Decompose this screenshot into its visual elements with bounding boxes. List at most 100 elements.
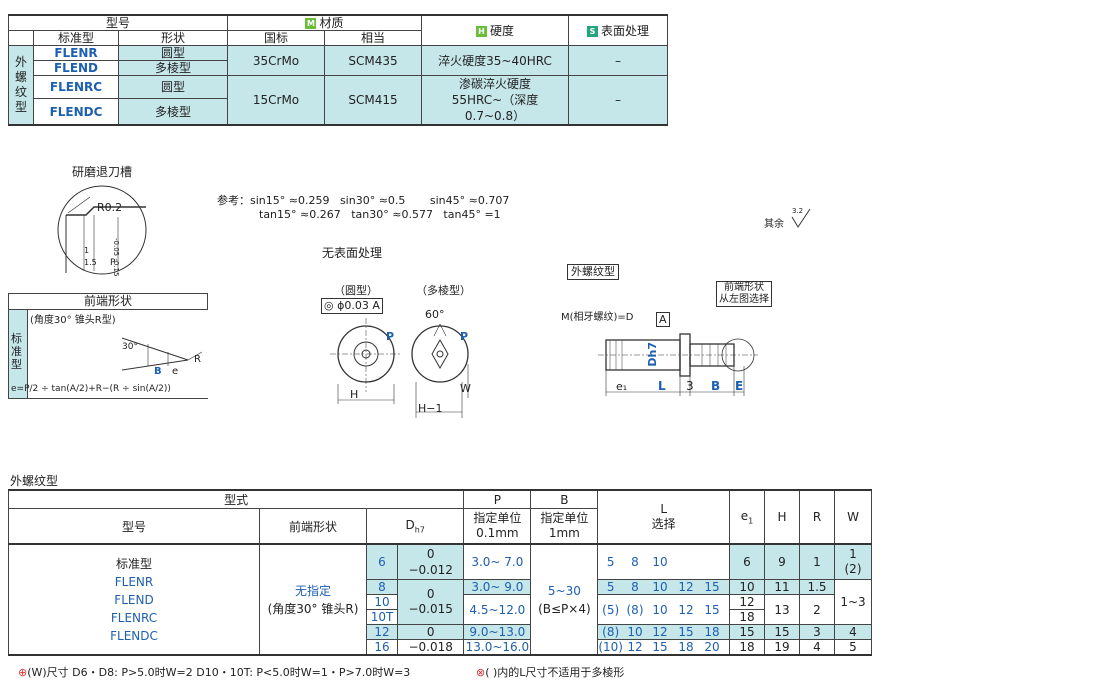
- d-value: 10: [366, 594, 398, 610]
- end-view-drawing: [330, 318, 469, 418]
- model-code: FLENRC: [33, 74, 119, 100]
- l-value: (10): [597, 639, 623, 655]
- model-shape: 多棱型: [118, 98, 228, 126]
- l-value: 12: [623, 639, 647, 655]
- l-value: 10: [652, 555, 668, 569]
- hdr-r: R: [799, 489, 835, 545]
- side-view-drawing: [598, 333, 758, 396]
- e1-value: 15: [729, 624, 765, 640]
- e1-value: 18: [729, 609, 765, 625]
- model-list: 标准型 FLENR FLEND FLENRC FLENDC: [8, 543, 260, 656]
- poly-label: （多棱型）: [416, 284, 471, 297]
- r-label: R: [194, 354, 201, 365]
- e1-value: 18: [729, 639, 765, 656]
- h-value: 9: [764, 543, 800, 580]
- note-l: ⊗( )内的L尺寸不适用于多棱形: [476, 666, 625, 679]
- w-value: 1~3: [834, 579, 872, 625]
- hdr-p: P: [463, 489, 532, 509]
- r-value: 1.5: [799, 579, 835, 595]
- hdr-tip: 前端形状: [259, 508, 367, 545]
- grind-dim2: 1.5: [84, 258, 97, 267]
- national-1: 35CrMo: [227, 45, 325, 76]
- tip-cone: (角度30° 锥头R型): [30, 315, 116, 326]
- model-code: FLENDC: [33, 98, 119, 126]
- hdr-equivalent: 相当: [324, 30, 422, 46]
- l-value: 15: [699, 594, 725, 625]
- l-value: (8): [597, 624, 623, 640]
- model-shape: 圆型: [118, 45, 228, 61]
- dim-p-round: P: [386, 330, 395, 343]
- l-value: 12: [673, 594, 699, 625]
- flatness-callout: ◎ ϕ0.03 A: [321, 298, 383, 314]
- round-label: （圆型）: [334, 284, 378, 297]
- m-label: M(相牙螺纹)=D: [561, 312, 634, 323]
- model-code: FLENR: [33, 45, 119, 61]
- surface-2: –: [568, 75, 668, 126]
- badge-s-icon: S: [586, 25, 598, 37]
- l-value: 5: [597, 544, 623, 580]
- tip-value: 无指定(角度30° 锥头R): [259, 543, 367, 656]
- p-range: 13.0~16.0: [463, 639, 532, 656]
- l-value: 15: [647, 639, 673, 655]
- section-title: 外螺纹型: [10, 474, 59, 488]
- w-value: 1(2): [834, 543, 872, 580]
- r-value: 1: [799, 543, 835, 580]
- tip-callout: 前端形状从左图选择: [716, 281, 772, 307]
- dim-h1: H−1: [418, 402, 443, 415]
- surface-1: –: [568, 45, 668, 76]
- tip-shape-box: 前端形状 标准型 (角度30° 锥头R型) 30° R B e e=P/2 ÷ …: [8, 293, 208, 399]
- d-tol: −0.018: [396, 639, 465, 656]
- rest-label: 其余: [764, 219, 784, 230]
- hdr-type: 型式: [7, 489, 465, 509]
- p-range: 3.0~ 9.0: [463, 579, 532, 595]
- note-icon: ⊗: [476, 666, 486, 679]
- l-value: 12: [673, 579, 699, 595]
- hdr-dh7: Dh7: [365, 508, 465, 545]
- l-value: 20: [699, 639, 725, 655]
- hdr-model: 型号: [8, 508, 260, 545]
- model-shape: 圆型: [118, 74, 228, 100]
- e-label: E: [735, 379, 744, 393]
- hdr-shape: 形状: [118, 30, 228, 46]
- roughness-icon: [791, 208, 811, 228]
- l-value: 18: [673, 639, 699, 655]
- h-value: 15: [764, 624, 800, 640]
- e1-value: 10: [729, 579, 765, 595]
- d-tol: 0−0.015: [396, 579, 465, 625]
- grind-dim1: 1: [84, 246, 90, 255]
- w-value: 5: [834, 639, 872, 656]
- ref-line1: 参考：sin15° ≈0.259 sin30° ≈0.5 sin45° ≈0.7…: [217, 194, 510, 207]
- ref-line2: tan15° ≈0.267 tan30° ≈0.577 tan45° =1: [259, 208, 501, 221]
- l-value: 15: [673, 624, 699, 640]
- badge-m-icon: M: [305, 18, 317, 29]
- l-value: 10: [647, 579, 673, 595]
- cone-drawing: [121, 337, 203, 371]
- h-value: 19: [764, 639, 800, 656]
- model-shape: 多棱型: [118, 60, 228, 76]
- l-value: 18: [699, 624, 725, 640]
- l-value: (5): [597, 594, 623, 625]
- note-w: ⊕(W)尺寸 D6・D8: P>5.0时W=2 D10・10T: P<5.0时W…: [18, 666, 411, 679]
- hdr-e1: e1: [729, 489, 765, 545]
- l-label: L: [658, 379, 666, 393]
- deg30-label: 30°: [122, 342, 138, 352]
- p-range: 4.5~12.0: [463, 594, 532, 625]
- e1-value: 12: [729, 594, 765, 610]
- l-value: 10: [647, 594, 673, 625]
- e1-value: 6: [729, 543, 765, 580]
- b-range: 5~30(B≤P×4): [530, 543, 599, 656]
- badge-h-icon: H: [475, 25, 487, 37]
- dh7-label: Dh7: [646, 342, 659, 367]
- d-value: 16: [366, 639, 398, 656]
- d-value: 10T: [366, 609, 398, 625]
- d-tol: 0−0.012: [396, 543, 465, 580]
- p-range: 9.0~13.0: [463, 624, 532, 640]
- r-value: 4: [799, 639, 835, 656]
- model-code: FLEND: [33, 60, 119, 76]
